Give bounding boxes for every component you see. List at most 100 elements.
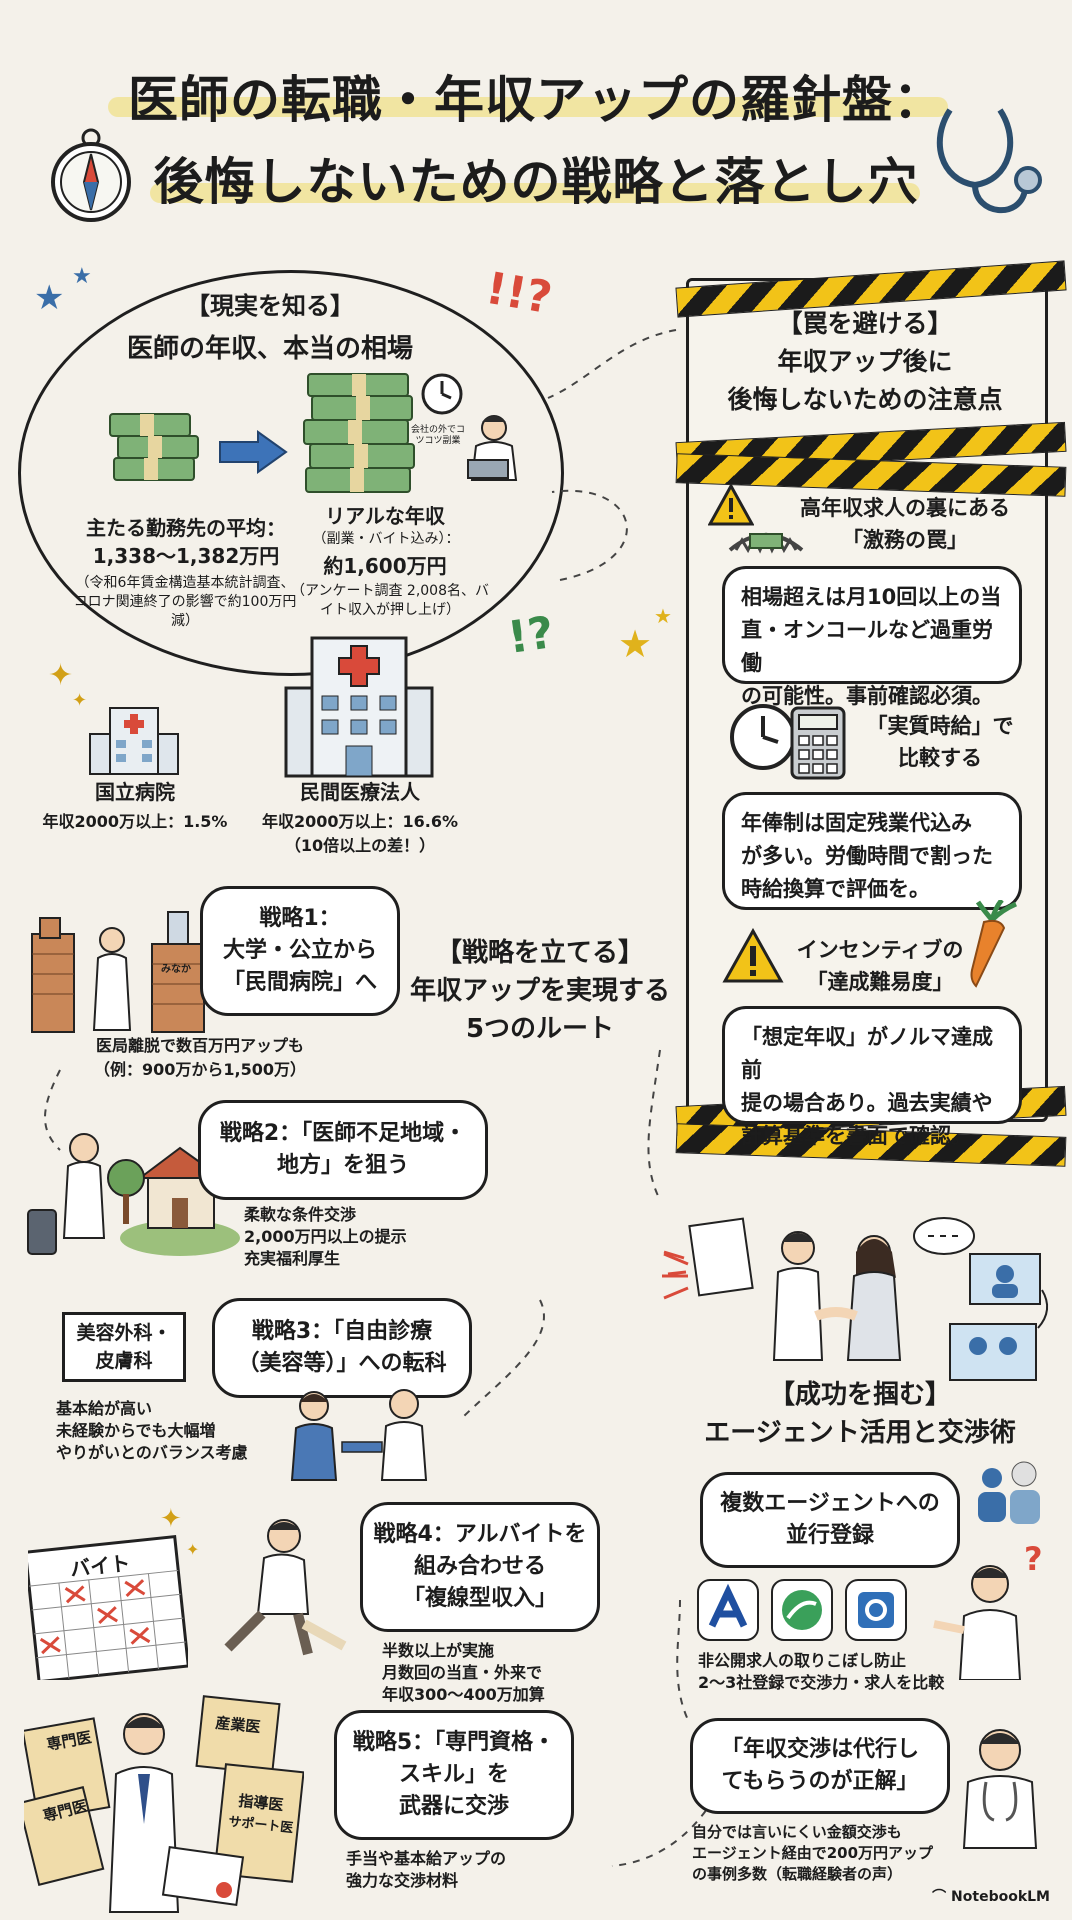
trap-heading-line1: 年収アップ後に (777, 347, 953, 376)
trap1-note: 相場超えは月10回以上の当 直・オンコールなど過重労働 の可能性。事前確認必須。 (722, 566, 1022, 708)
strategy5-body-line: 手当や基本給アップの (346, 1849, 507, 1868)
calculator-icon (790, 706, 846, 780)
trap3-body-line: 提の場合あり。過去実績や (741, 1091, 993, 1115)
avg-label: 主たる勤務先の平均： (86, 516, 286, 540)
video-call-icon (946, 1250, 1056, 1390)
trap2-note: 年俸制は固定残業代込み が多い。労働時間で割った 時給換算で評価を。 (722, 792, 1022, 910)
private-hospital-label: 民間医療法人 (300, 780, 420, 804)
negotiation-body-line: の事例多数（転職経験者の声） (692, 1865, 903, 1883)
brand-icon: ⌒ (932, 1889, 952, 1905)
clinic-sign-line: 美容外科・ (76, 1322, 172, 1344)
trap3-body-line: 「想定年収」がノルマ達成前 (741, 1025, 993, 1082)
strategy4-body: 半数以上が実施 月数回の当直・外来で 年収300〜400万加算 (382, 1640, 622, 1706)
real-label: リアルな年収 (325, 504, 445, 528)
warning-icon (708, 484, 754, 526)
laptop-note: 会社の外でコツコツ副業 (410, 425, 465, 446)
sparkle-icon: ✦ (186, 1540, 200, 1559)
real-sub: （副業・バイト込み）： (312, 531, 460, 547)
arrow-right-icon (218, 430, 288, 474)
avg-value: 1,338〜1,382万円 (92, 544, 280, 568)
group-icon (970, 1460, 1050, 1530)
strategy3-title-line: 戦略3：「自由診療 (251, 1319, 433, 1344)
accent-lines-icon (660, 1246, 700, 1306)
strategy1-body-line: （例：900万から1,500万） (93, 1060, 306, 1079)
trap1-title2: 「激務の罠」 (842, 528, 968, 552)
strategy3-body-line: 基本給が高い (56, 1399, 153, 1418)
running-doctor-icon (198, 1514, 348, 1664)
town-sign: みなか (161, 964, 191, 975)
brand-logo: ⌒ NotebookLM (932, 1886, 1050, 1906)
title-highlight (150, 183, 920, 203)
money-stack-icon (106, 410, 206, 490)
stethoscope-icon (930, 100, 1050, 230)
multi-agent-title-line: 複数エージェントへの (720, 1491, 940, 1516)
strategy2-bubble: 戦略2：「医師不足地域・ 地方」を狙う (198, 1100, 488, 1200)
strategy3-body-line: 未経験からでも大幅増 (56, 1421, 216, 1440)
multi-agent-body-line: 2〜3社登録で交渉力・求人を比較 (698, 1673, 945, 1692)
private-hospital-note: （10倍以上の差！） (284, 836, 436, 855)
doctor-patient-icon (286, 1382, 446, 1482)
trap2-body-line: 時給換算で評価を。 (741, 877, 930, 901)
strategy2-body-line: 充実福利厚生 (244, 1249, 341, 1268)
avg-note: （令和6年賃金構造基本統計調査、コロナ関連終了の影響で約100万円減） (73, 575, 297, 629)
title-highlight (108, 97, 948, 117)
star-icon: ★ (618, 622, 653, 666)
sparkle-icon: ✦ (72, 690, 88, 711)
trap-heading-line2: 後悔しないための注意点 (727, 385, 1003, 414)
brand-name: NotebookLM (951, 1889, 1050, 1905)
strategy1-title-line: 戦略1： (259, 906, 341, 931)
multi-agent-body: 非公開求人の取りこぼし防止 2〜3社登録で交渉力・求人を比較 (698, 1650, 998, 1694)
page-title-line1: 医師の転職・年収アップの羅針盤： (128, 71, 944, 129)
sparkle-icon: ✦ (48, 658, 74, 693)
negotiation-body-line: 自分では言いにくい金額交渉も (692, 1823, 902, 1841)
strategy2-title-line: 地方」を狙う (276, 1153, 409, 1178)
negotiation-bubble: 「年収交渉は代行し てもらうのが正解」 (690, 1718, 950, 1814)
strategy4-title-line: 戦略4：アルバイトを (373, 1522, 587, 1547)
large-money-stack-icon (300, 372, 420, 498)
strategy2-body-line: 柔軟な条件交渉 (244, 1205, 357, 1224)
university-building-icon (28, 904, 208, 1034)
strategy5-body: 手当や基本給アップの 強力な交渉材料 (346, 1848, 566, 1892)
reality-circle (18, 270, 564, 676)
trap2-title2: 比較する (898, 746, 982, 770)
trap1-body-line: 直・オンコールなど過重労働 (741, 618, 993, 675)
trap-tag: 【罠を避ける】 (777, 309, 953, 338)
doctor-laptop-icon (464, 412, 524, 482)
strategy1-title-line: 「民間病院」へ (222, 970, 377, 995)
national-hospital-stat: 年収2000万以上：1.5% (42, 812, 228, 831)
trap1-title1: 高年収求人の裏にある (800, 496, 1010, 520)
star-icon: ★ (654, 604, 672, 628)
real-note: （アンケート調査 2,008名、バイト収入が押し上げ） (291, 583, 489, 618)
agent-app-icon-a (696, 1578, 760, 1642)
doctor-pointing-icon: ? (930, 1540, 1050, 1680)
strategy1-body-line: 医局離脱で数百万円アップも (95, 1036, 304, 1055)
national-hospital-icon (88, 706, 180, 776)
multi-agent-body-line: 非公開求人の取りこぼし防止 (698, 1651, 907, 1670)
strategy5-body-line: 強力な交渉材料 (346, 1871, 459, 1890)
strategy4-title-line: 組み合わせる (413, 1554, 546, 1579)
strategy4-title-line: 「複線型収入」 (402, 1586, 557, 1611)
real-value: 約1,600万円 (323, 554, 447, 578)
star-icon: ★ (72, 264, 92, 289)
warning-icon (722, 928, 784, 984)
negotiation-body: 自分では言いにくい金額交渉も エージェント経由で200万円アップ の事例多数（転… (692, 1822, 992, 1885)
sparkle-icon: ✦ (160, 1504, 182, 1534)
strategy4-body-line: 年収300〜400万加算 (382, 1685, 545, 1704)
star-icon: ★ (34, 278, 65, 318)
multi-agent-bubble: 複数エージェントへの 並行登録 (700, 1472, 960, 1568)
trap3-title1: インセンティブの (796, 938, 964, 962)
reality-heading: 医師の年収、本当の相場 (126, 334, 413, 364)
strategy5-bubble: 戦略5：「専門資格・ スキル」を 武器に交渉 (334, 1710, 574, 1840)
strategy3-bubble: 戦略3：「自由診療 （美容等）」への転科 (212, 1298, 472, 1398)
clinic-sign-line: 皮膚科 (95, 1350, 153, 1372)
trap2-body-line: が多い。労働時間で割った (741, 844, 993, 868)
bear-trap-icon (726, 520, 806, 560)
national-hospital-label: 国立病院 (95, 780, 175, 804)
clock-icon (420, 372, 464, 416)
trap3-title2: 「達成難易度」 (806, 970, 954, 994)
trap1-body-line: 相場超えは月10回以上の当 (741, 585, 1002, 609)
strategy-heading-line2: 5つのルート (465, 1014, 615, 1044)
certificates-icon (24, 1694, 304, 1914)
strategy2-title-line: 戦略2：「医師不足地域・ (219, 1121, 467, 1146)
multi-agent-title-line: 並行登録 (785, 1523, 874, 1548)
